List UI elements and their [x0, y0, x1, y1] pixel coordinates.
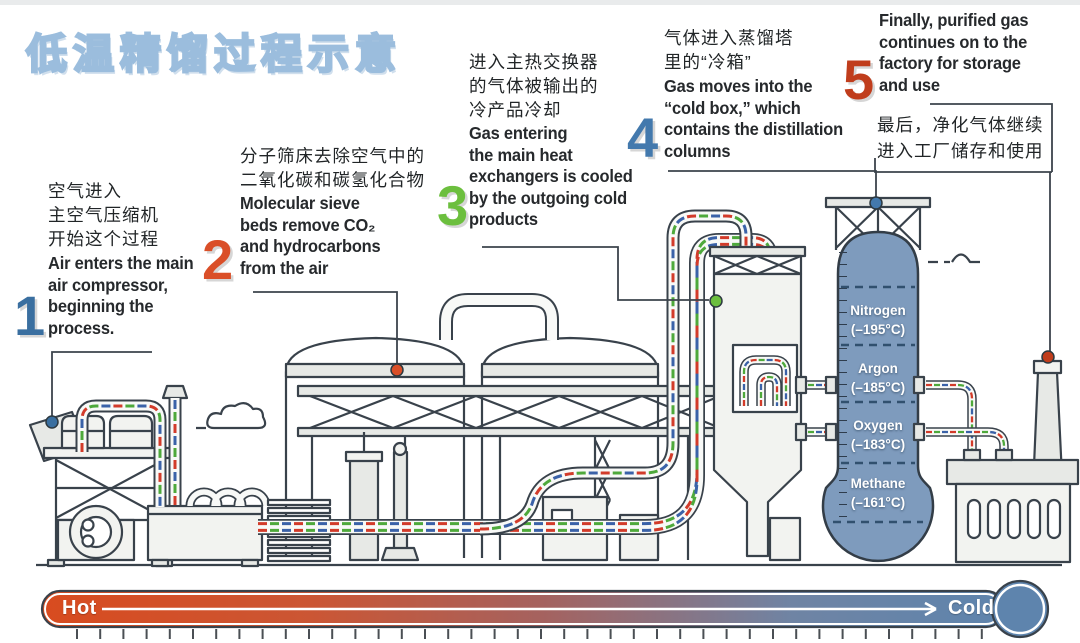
- step2-text-en: Molecular sieve beds remove CO₂ and hydr…: [240, 193, 381, 278]
- step3-leader: [482, 246, 723, 308]
- gas-temp: (–183°C): [850, 437, 906, 452]
- gas-name: Nitrogen: [850, 303, 906, 318]
- cold-box: [708, 245, 807, 562]
- gas-label-methane: Methane (–161°C): [830, 474, 926, 512]
- step4-marker-dot: [869, 196, 883, 210]
- gas-name: Methane: [850, 476, 906, 491]
- step1-marker-dot: [45, 415, 59, 429]
- gas-label-oxygen: Oxygen (–183°C): [830, 416, 926, 454]
- gas-label-nitrogen: Nitrogen (–195°C): [830, 301, 926, 339]
- heat-exchanger-coils: [185, 487, 271, 507]
- factory-building: [945, 448, 1080, 564]
- gas-temp: (–195°C): [850, 322, 906, 337]
- step5-marker-dot: [1041, 350, 1055, 364]
- temperature-bar: [40, 579, 1050, 639]
- gas-label-argon: Argon (–185°C): [830, 359, 926, 397]
- gas-name: Oxygen: [853, 418, 903, 433]
- step3-text-en: Gas entering the main heat exchangers is…: [469, 123, 633, 229]
- vent-cap: [161, 384, 189, 400]
- bar-cold-bulb: [990, 579, 1050, 639]
- step2-leader: [253, 291, 404, 377]
- step1-text-zh: 空气进入 主空气压缩机 开始这个过程: [48, 181, 159, 249]
- tank-bridge-pipe: [439, 293, 559, 340]
- top-edge-strip: [0, 0, 1080, 5]
- step3-marker-dot: [709, 294, 723, 308]
- step5-text-zh: 最后，净化气体继续 进入工厂储存和使用: [877, 115, 1044, 161]
- gas-temp: (–185°C): [850, 380, 906, 395]
- step3-text-zh: 进入主热交换器 的气体被输出的 冷产品冷却: [469, 52, 599, 120]
- step1-leader: [45, 351, 152, 429]
- step5-leader: [874, 103, 1055, 364]
- truss-walkway: [296, 384, 728, 560]
- gas-temp: (–161°C): [850, 495, 906, 510]
- step2-marker-dot: [390, 363, 404, 377]
- step2-number: 2: [202, 228, 234, 291]
- bird-icon: [928, 253, 980, 264]
- step1-text-en: Air enters the main air compressor, begi…: [48, 253, 194, 338]
- step4-text-en: Gas moves into the “cold box,” which con…: [664, 76, 844, 161]
- pipe-to-factory-upper: [926, 385, 972, 460]
- pipe-flanges: [794, 375, 926, 442]
- step2-text-zh: 分子筛床去除空气中的 二氧化碳和碳氢化合物: [240, 146, 425, 190]
- step5-text-en: Finally, purified gas continues on to th…: [879, 10, 1029, 95]
- cloud: [196, 402, 267, 430]
- bar-hot-label: Hot: [62, 597, 97, 619]
- step3-number: 3: [437, 174, 469, 237]
- step4-text-zh: 气体进入蒸馏塔 里的“冷箱”: [664, 28, 794, 72]
- hot-to-cold-arrow: [102, 601, 937, 617]
- page-title: 低温精馏过程示意: [25, 30, 402, 79]
- bar-cold-label: Cold: [948, 597, 995, 619]
- step4-leader: [668, 170, 883, 210]
- step4-number: 4: [627, 106, 659, 169]
- step1-number: 1: [14, 284, 46, 347]
- air-compressor: [28, 384, 332, 568]
- gas-name: Argon: [858, 361, 898, 376]
- step5-number: 5: [843, 48, 875, 111]
